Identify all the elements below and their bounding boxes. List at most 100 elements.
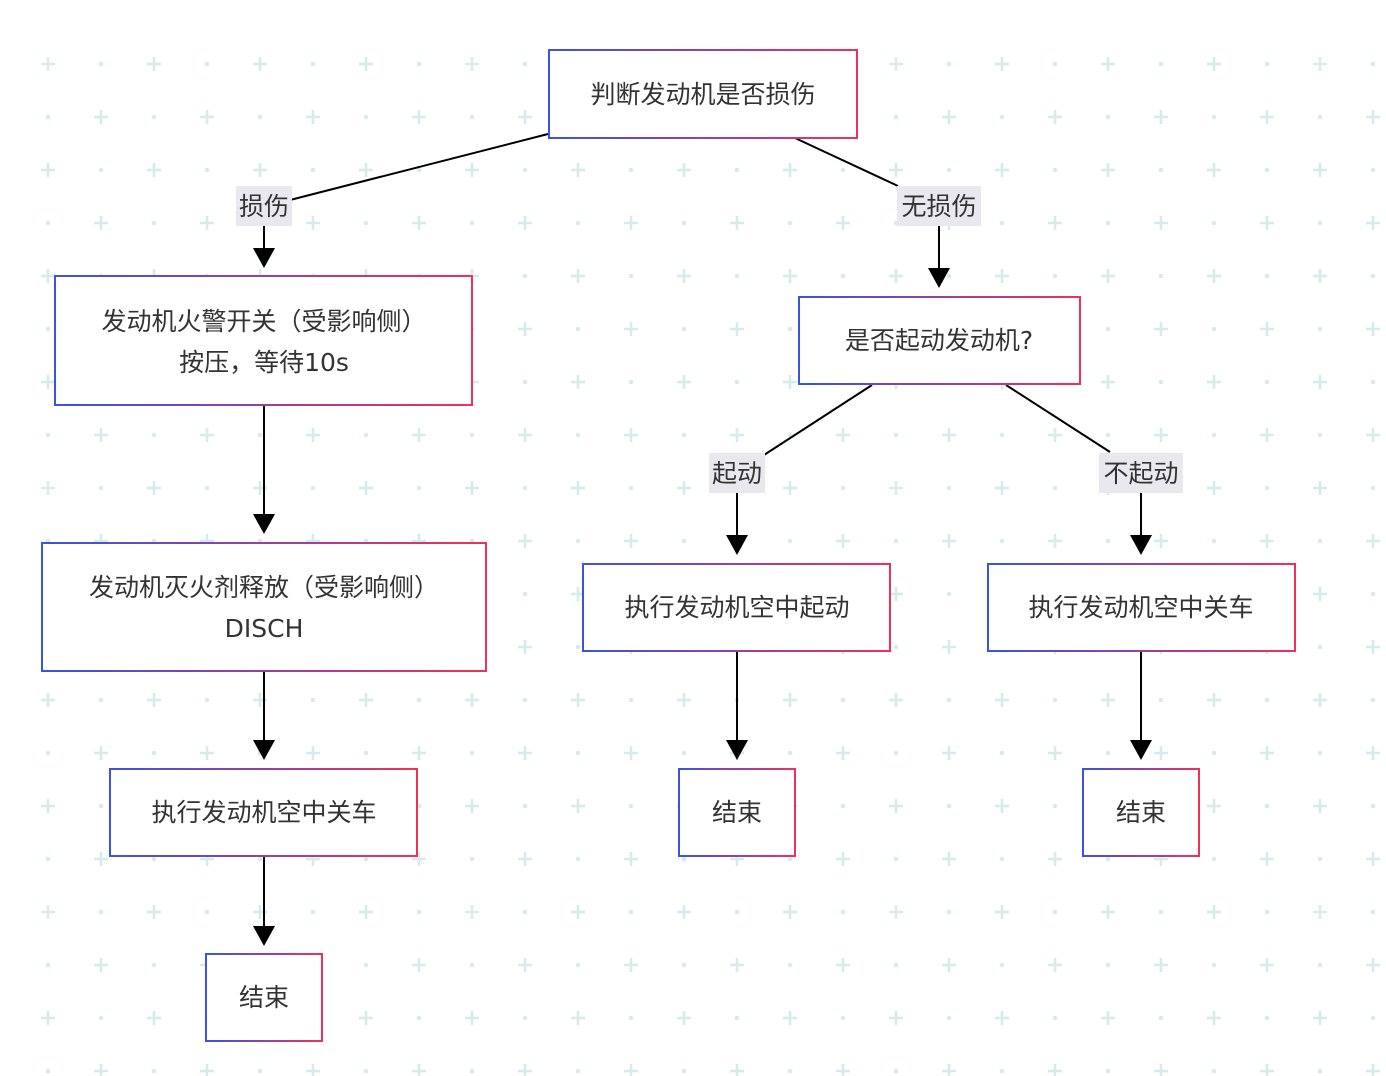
grid-plus [253, 57, 267, 71]
grid-dot [469, 750, 475, 756]
grid-dot [1211, 220, 1217, 226]
grid-plus [1313, 587, 1327, 601]
grid-dot [628, 803, 634, 809]
grid-plus [1313, 905, 1327, 919]
node-end-right[interactable]: 结束 [1082, 768, 1200, 857]
grid-plus [1207, 481, 1221, 495]
grid-dot [734, 1015, 740, 1021]
grid-plus [624, 322, 638, 336]
grid-dot [1317, 538, 1323, 544]
node-inflight-start[interactable]: 执行发动机空中起动 [582, 563, 891, 652]
grid-plus [41, 163, 55, 177]
grid-plus [1260, 746, 1274, 760]
grid-dot [1264, 485, 1270, 491]
grid-dot [787, 856, 793, 862]
grid-plus [677, 163, 691, 177]
grid-dot [1370, 697, 1376, 703]
grid-plus [1048, 852, 1062, 866]
grid-dot [416, 167, 422, 173]
grid-plus [571, 481, 585, 495]
grid-dot [98, 485, 104, 491]
grid-dot [1105, 962, 1111, 968]
grid-plus [995, 693, 1009, 707]
grid-plus [995, 163, 1009, 177]
grid-plus [889, 693, 903, 707]
grid-plus [836, 428, 850, 442]
grid-dot [893, 1068, 899, 1074]
node-end-middle[interactable]: 结束 [678, 768, 796, 857]
grid-dot [893, 750, 899, 756]
grid-plus [1366, 640, 1380, 654]
grid-dot [1317, 644, 1323, 650]
grid-plus [730, 428, 744, 442]
grid-dot [1317, 962, 1323, 968]
grid-plus [942, 746, 956, 760]
node-extinguisher-discharge[interactable]: 发动机灭火剂释放（受影响侧）DISCH [41, 542, 487, 672]
node-inflight-shutdown-right[interactable]: 执行发动机空中关车 [987, 563, 1296, 652]
grid-plus [200, 110, 214, 124]
grid-dot [522, 379, 528, 385]
grid-dot [628, 379, 634, 385]
grid-dot [1052, 485, 1058, 491]
grid-dot [575, 432, 581, 438]
node-end-left[interactable]: 结束 [205, 953, 323, 1042]
grid-plus [1101, 375, 1115, 389]
grid-dot [787, 538, 793, 544]
grid-dot [45, 432, 51, 438]
grid-dot [787, 962, 793, 968]
grid-dot [310, 485, 316, 491]
node-inflight-shutdown-left[interactable]: 执行发动机空中关车 [109, 768, 418, 857]
grid-plus [677, 269, 691, 283]
grid-dot [98, 1015, 104, 1021]
grid-dot [1105, 114, 1111, 120]
grid-dot [840, 485, 846, 491]
grid-dot [681, 220, 687, 226]
node-fire-switch-press[interactable]: 发动机火警开关（受影响侧）按压，等待10s [54, 275, 473, 406]
grid-dot [575, 538, 581, 544]
grid-plus [1366, 110, 1380, 124]
grid-plus [624, 852, 638, 866]
grid-plus [1366, 534, 1380, 548]
grid-plus [942, 428, 956, 442]
node-text-line: 结束 [1116, 798, 1166, 827]
grid-plus [783, 163, 797, 177]
edge-label-no-start: 不起动 [1099, 453, 1183, 493]
grid-dot [1158, 61, 1164, 67]
grid-dot [522, 1015, 528, 1021]
grid-plus [41, 481, 55, 495]
grid-dot [151, 962, 157, 968]
node-start-engine-decision[interactable]: 是否起动发动机? [798, 296, 1081, 385]
grid-dot [1211, 538, 1217, 544]
grid-dot [310, 909, 316, 915]
grid-dot [628, 485, 634, 491]
grid-plus [306, 428, 320, 442]
grid-plus [571, 693, 585, 707]
grid-dot [522, 803, 528, 809]
grid-plus [836, 216, 850, 230]
grid-dot [628, 1015, 634, 1021]
grid-dot [1211, 326, 1217, 332]
grid-plus [41, 1011, 55, 1025]
grid-plus [1101, 57, 1115, 71]
grid-plus [1260, 852, 1274, 866]
grid-dot [1211, 856, 1217, 862]
grid-plus [889, 481, 903, 495]
grid-plus [94, 746, 108, 760]
edge-label-start: 起动 [709, 453, 765, 493]
grid-plus [783, 1011, 797, 1025]
grid-plus [730, 216, 744, 230]
grid-plus [1154, 216, 1168, 230]
grid-plus [889, 163, 903, 177]
grid-dot [681, 538, 687, 544]
grid-plus [147, 905, 161, 919]
edge-airstart-to-end-middle [726, 651, 748, 760]
grid-plus [1313, 693, 1327, 707]
grid-dot [98, 61, 104, 67]
grid-dot [257, 114, 263, 120]
grid-dot [1317, 220, 1323, 226]
grid-plus [677, 375, 691, 389]
node-judge-engine-damage[interactable]: 判断发动机是否损伤 [548, 49, 858, 139]
grid-plus [518, 852, 532, 866]
grid-dot [257, 856, 263, 862]
grid-plus [1154, 534, 1168, 548]
